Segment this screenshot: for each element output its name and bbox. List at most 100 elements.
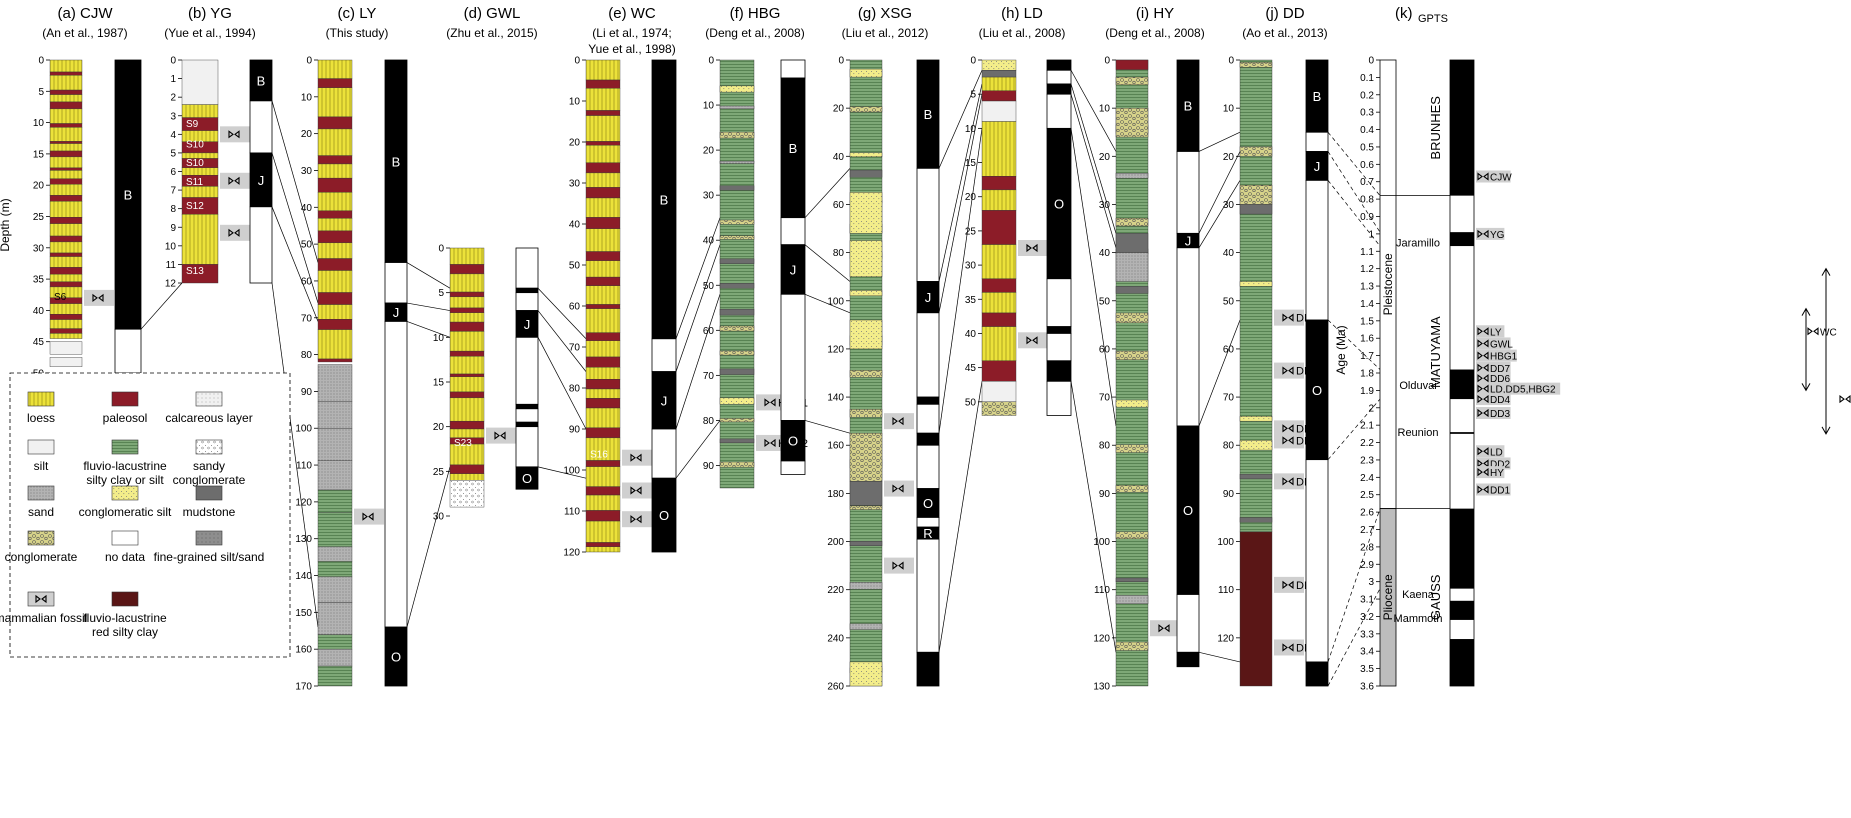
- litho-layer-congsilt: [849, 152, 883, 157]
- polarity-label: O: [391, 650, 401, 665]
- polarity-label: J: [925, 290, 932, 305]
- litho-layer-paleosol: [449, 420, 485, 430]
- litho-layer-loess: [317, 59, 353, 79]
- gpts-fossil-box: [1476, 445, 1505, 458]
- polarity-label: O: [522, 471, 532, 486]
- legend-swatch-silt: [27, 439, 55, 455]
- section-title: (g) XSG: [858, 5, 912, 22]
- soil-bed-label: S12: [186, 201, 204, 212]
- reversed-polarity-zone: [1046, 333, 1072, 362]
- litho-layer-loess: [981, 76, 1017, 91]
- reversed-polarity-zone: [651, 338, 677, 372]
- age-tick-label: 3.6: [1360, 682, 1374, 693]
- gpts-fossil-box: [1476, 372, 1511, 385]
- normal-polarity-zone: [780, 244, 806, 295]
- depth-tick-label: 45: [965, 363, 977, 374]
- depth-tick-label: 0: [306, 56, 312, 67]
- litho-layer-cong: [849, 106, 883, 113]
- litho-layer-paleosol: [585, 332, 621, 341]
- litho-layer-paleosol: [317, 116, 353, 130]
- age-tick-label: 1.9: [1360, 386, 1374, 397]
- litho-layer-paleosol: [585, 542, 621, 547]
- depth-tick-label: 180: [827, 489, 844, 500]
- polarity-label: J: [1185, 234, 1192, 249]
- fossil-icon: [1477, 363, 1489, 372]
- legend-swatch-redclay: [111, 591, 139, 607]
- section-yg: (b) YG(Yue et al., 1994)0123456789101112…: [164, 5, 273, 290]
- section-title: (f) HBG: [730, 5, 781, 22]
- depth-tick-label: 11: [166, 260, 177, 271]
- reversed-polarity-zone: [1176, 594, 1200, 653]
- litho-layer-paleosol: [449, 307, 485, 313]
- gpts-fossil-box: [1476, 337, 1511, 350]
- gpts-fossil-box: [1476, 227, 1505, 240]
- section-title: (h) LD: [1001, 5, 1043, 22]
- litho-layer-cong: [719, 350, 755, 356]
- age-tick-label: 0: [1368, 56, 1374, 67]
- depth-tick-label: 80: [1223, 441, 1235, 452]
- depth-tick-label: 30: [1223, 200, 1235, 211]
- correlation-line: [1070, 94, 1117, 248]
- litho-layer-mudstone: [719, 185, 755, 191]
- fossil-icon: [1282, 477, 1294, 486]
- litho-layer-congsilt: [849, 661, 883, 687]
- litho-layer-mudstone: [981, 70, 1017, 78]
- legend-swatch-cong: [27, 530, 55, 546]
- depth-tick-label: 110: [564, 507, 580, 518]
- litho-layer-loess: [49, 184, 83, 196]
- age-tick-label: 0.5: [1360, 142, 1374, 153]
- litho-layer-loess: [585, 407, 621, 429]
- litho-layer-sand: [317, 546, 353, 562]
- age-tick-label: 2: [1368, 403, 1374, 414]
- soil-bed-label: S11: [186, 177, 203, 188]
- fossil-icon: [764, 438, 776, 448]
- litho-layer-mudstone: [1239, 204, 1273, 215]
- depth-tick-label: 30: [965, 261, 977, 272]
- reversed-polarity-zone: [384, 321, 408, 628]
- litho-layer-loess: [981, 189, 1017, 211]
- reversed-polarity-zone: [515, 408, 539, 423]
- litho-layer-congsilt: [719, 397, 755, 405]
- fossil-icon: [1477, 351, 1489, 360]
- fossil-icon: [1282, 436, 1294, 445]
- depth-tick-label: 0: [1228, 56, 1234, 67]
- depth-tick-label: 40: [965, 329, 977, 340]
- depth-tick-label: 110: [296, 461, 312, 472]
- litho-layer-fluvio: [317, 634, 353, 650]
- gpts-fossil-label: LD,DD5,HBG2: [1490, 385, 1556, 396]
- reversed-polarity-zone: [1046, 380, 1072, 416]
- gpts-fossil-box: [1476, 170, 1511, 183]
- fossil-icon: [1477, 468, 1489, 477]
- soil-bed-label: S23: [454, 438, 472, 449]
- litho-layer-sand: [1115, 595, 1149, 604]
- litho-layer-loess: [449, 273, 485, 293]
- litho-layer-paleosol: [49, 150, 83, 158]
- litho-layer-mudstone: [719, 258, 755, 264]
- depth-tick-label: 12: [165, 279, 177, 290]
- litho-layer-loess: [585, 88, 621, 111]
- gpts-normal-interval: [1450, 432, 1474, 434]
- legend-label: fine-grained silt/sand: [154, 550, 265, 564]
- litho-layer-loess: [585, 197, 621, 218]
- litho-layer-congsilt: [1239, 416, 1273, 422]
- reversed-polarity-zone: [916, 312, 940, 398]
- depth-tick-label: 40: [1099, 248, 1111, 259]
- litho-layer-paleosol: [49, 328, 83, 334]
- fossil-icon: [1477, 394, 1489, 404]
- depth-tick-label: 10: [965, 124, 977, 135]
- polarity-label: J: [393, 305, 400, 320]
- depth-tick-label: 90: [301, 387, 313, 398]
- litho-layer-sand: [317, 602, 353, 635]
- depth-tick-label: 110: [1218, 585, 1234, 596]
- depth-tick-label: 200: [827, 537, 844, 548]
- depth-tick-label: 70: [301, 313, 313, 324]
- gpts-fossil-label: DD7: [1490, 364, 1510, 375]
- litho-layer-loess: [49, 303, 83, 315]
- reversed-polarity-zone: [916, 538, 940, 653]
- correlation-line: [140, 282, 183, 330]
- polarity-label: O: [1312, 383, 1322, 398]
- fossil-icon: [1807, 327, 1819, 336]
- litho-layer-loess: [317, 128, 353, 156]
- depth-tick-label: 15: [33, 149, 45, 160]
